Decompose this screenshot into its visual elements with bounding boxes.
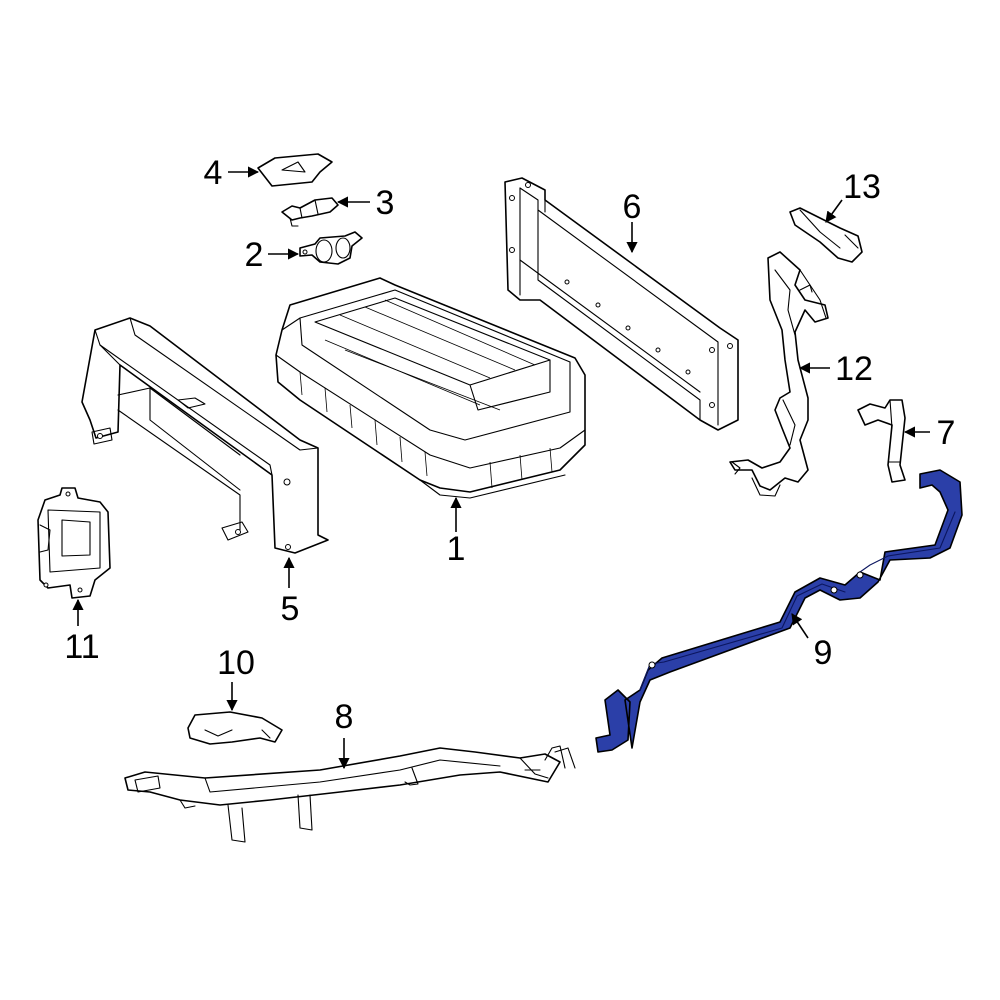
callout-4: 4 bbox=[204, 154, 223, 192]
callout-12: 12 bbox=[835, 350, 873, 388]
part-1-battery-pack[interactable] bbox=[275, 277, 586, 499]
leader-9 bbox=[791, 613, 809, 639]
part-9-cable[interactable] bbox=[595, 469, 963, 753]
callout-6: 6 bbox=[623, 188, 642, 226]
part-12-wire-harness[interactable] bbox=[729, 251, 829, 497]
callout-9: 9 bbox=[814, 634, 833, 672]
part-13-cap[interactable] bbox=[789, 207, 863, 263]
callout-1: 1 bbox=[447, 530, 466, 568]
leader-13 bbox=[825, 199, 843, 223]
callout-7: 7 bbox=[937, 414, 956, 452]
part-2-mount[interactable] bbox=[299, 231, 363, 265]
part-10-cover[interactable] bbox=[187, 711, 283, 745]
part-11-module[interactable] bbox=[37, 487, 111, 599]
callout-8: 8 bbox=[335, 698, 354, 736]
callout-3: 3 bbox=[376, 184, 395, 222]
callout-2: 2 bbox=[245, 236, 264, 274]
callout-5: 5 bbox=[281, 590, 300, 628]
part-3-clip[interactable] bbox=[281, 197, 339, 227]
part-4-cover-plate[interactable] bbox=[257, 153, 333, 187]
callout-10: 10 bbox=[217, 644, 255, 682]
part-5-bracket[interactable] bbox=[81, 317, 329, 554]
part-6-rail-bracket[interactable] bbox=[504, 177, 739, 431]
part-7-hose[interactable] bbox=[857, 399, 906, 483]
callout-labels: 1 2 3 4 5 6 7 8 9 10 11 12 13 bbox=[64, 154, 955, 736]
callout-leaders bbox=[72, 166, 930, 770]
callout-11: 11 bbox=[64, 628, 99, 666]
part-8-harness[interactable] bbox=[124, 745, 576, 843]
callout-13: 13 bbox=[843, 168, 881, 206]
